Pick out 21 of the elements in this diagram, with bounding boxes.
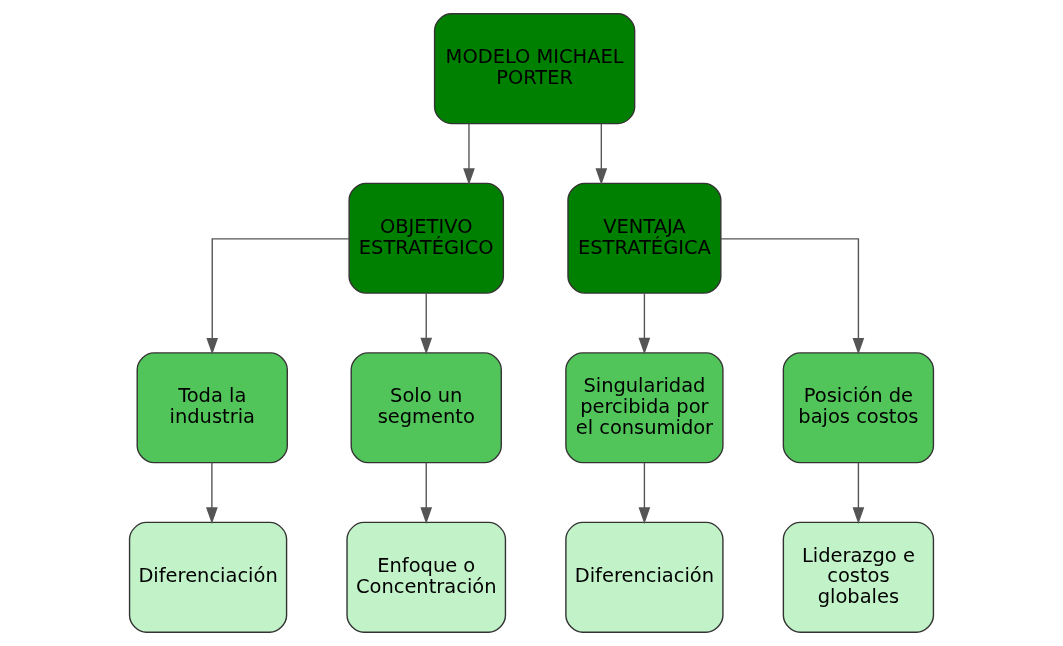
node-box: Enfoque o Concentración [346,521,507,633]
node-box: Solo un segmento [350,352,502,464]
node-box: Diferenciación [565,521,724,633]
node-box: VENTAJA ESTRATÉGICA [567,182,722,294]
arrow [420,292,433,355]
arrow [852,462,865,525]
node-box: Singularidad percibida por el consumidor [565,352,724,464]
node-box: Toda la industria [136,352,288,464]
arrow [206,462,218,525]
node-box: MODELO MICHAEL PORTER [433,13,636,125]
arrow [420,462,433,525]
arrow [206,238,350,355]
arrow [638,462,651,525]
arrow [463,123,475,185]
arrow [638,292,651,355]
node-box: Diferenciación [128,521,288,633]
arrow [595,123,608,185]
node-box: OBJETIVO ESTRATÉGICO [348,182,505,294]
arrow [720,238,865,355]
node-box: Posición de bajos costos [782,352,935,464]
node-box: Liderazgo e costos globales [782,521,935,633]
